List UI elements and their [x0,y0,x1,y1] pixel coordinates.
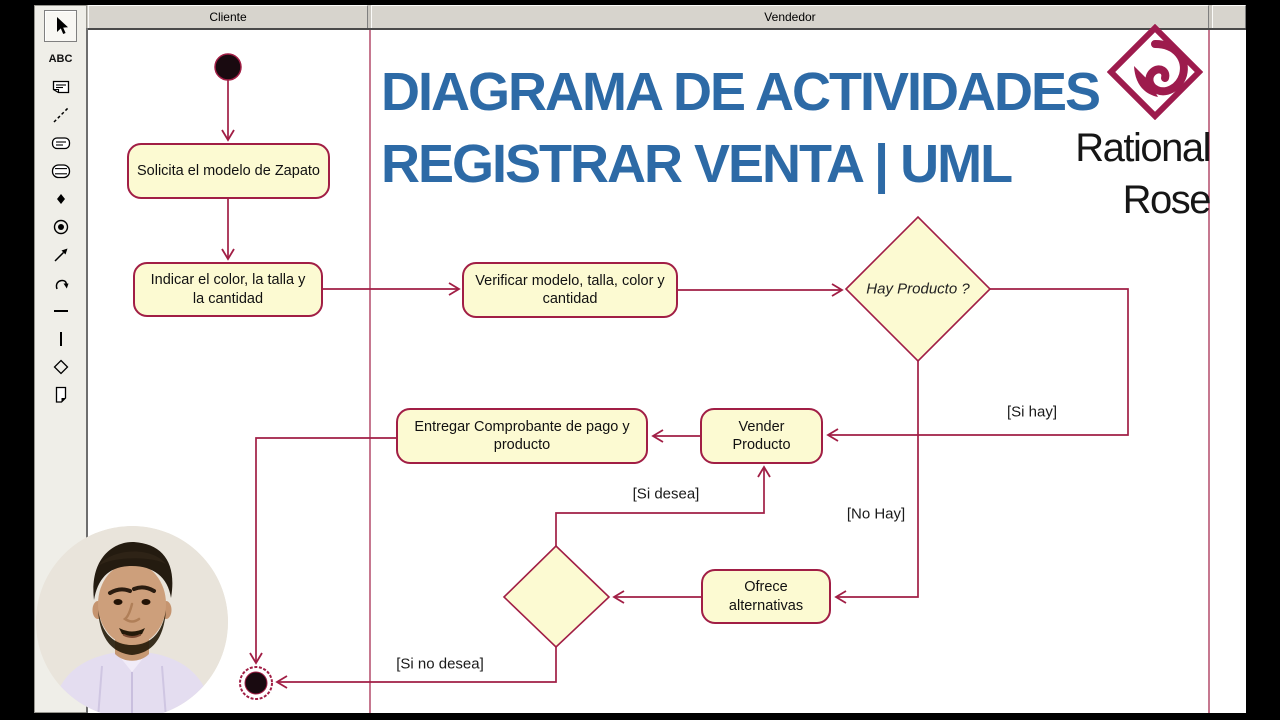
activity-tool-icon[interactable] [44,157,78,185]
activity-entregar[interactable]: Entregar Comprobante de pago y producto [396,408,648,464]
note-tool-icon[interactable] [44,73,78,101]
edge-sihay-to-vender[interactable] [826,288,1129,442]
self-transition-tool-icon[interactable] [44,269,78,297]
video-title-line2: REGISTRAR VENTA | UML [381,134,1013,194]
activity-ofrece[interactable]: Ofrece alternativas [701,569,831,624]
decision-label-hay-producto: Hay Producto ? [866,280,970,298]
transition-tool-icon[interactable] [44,241,78,269]
guard-si-hay[interactable]: [Si hay] [1006,403,1058,421]
diagram-shapes [214,30,1210,714]
decision-hay-producto[interactable] [844,215,992,363]
logo-text-rational: Rational [1075,126,1211,170]
lane-header-vendedor[interactable]: Vendedor [371,5,1209,29]
horizontal-sync-tool-icon[interactable] [44,297,78,325]
rational-rose-logo: Rational Rose [1064,22,1212,234]
edge-sinodesea-to-end[interactable] [275,647,557,689]
edge-nohay-to-ofrece[interactable] [834,361,919,604]
initial-state-node[interactable] [214,53,242,81]
guard-si-desea[interactable]: [Si desea] [632,485,700,503]
vertical-sync-tool-icon[interactable] [44,325,78,353]
rose-diamond-icon [1107,24,1203,120]
text-tool-icon[interactable]: ABC [48,53,73,65]
start-state-tool-icon[interactable] [44,185,78,213]
letterbox-bottom [0,713,1280,720]
activity-vender[interactable]: Vender Producto [700,408,823,464]
activity-verificar[interactable]: Verificar modelo, talla, color y cantida… [462,262,678,318]
cursor-tool-icon[interactable] [44,10,77,42]
decision-tool-icon[interactable] [44,353,78,381]
letterbox-top [0,0,1280,5]
lane-label: Cliente [209,10,247,24]
guard-si-no-desea[interactable]: [Si no desea] [396,655,484,673]
canvas-left-border [86,28,88,714]
state-tool-icon[interactable] [44,129,78,157]
video-title: DIAGRAMA DE ACTIVIDADES REGISTRAR VENTA … [381,56,1101,200]
diagram-canvas[interactable]: Solicita el modelo de Zapato Indicar el … [88,30,1246,714]
edge-sidesea-to-vender[interactable] [555,465,771,546]
anchor-note-tool-icon[interactable] [44,101,78,129]
lane-header-extra [1212,5,1246,29]
letterbox-right [1246,0,1280,720]
guard-no-hay[interactable]: [No Hay] [846,505,906,523]
final-state-core[interactable] [244,671,268,695]
presenter-photo [36,526,228,718]
swimlane-tool-icon[interactable] [44,381,78,409]
pointer-arrow-icon [56,17,68,34]
edge-entregar-to-end[interactable] [249,437,396,665]
video-title-line1: DIAGRAMA DE ACTIVIDADES [381,62,1101,122]
activity-indicar[interactable]: Indicar el color, la talla y la cantidad [133,262,323,317]
end-state-tool-icon[interactable] [44,213,78,241]
logo-text-rose: Rose [1122,178,1212,222]
swimlane-header-row: Cliente Vendedor [88,5,1246,29]
lane-header-cliente[interactable]: Cliente [88,5,368,29]
letterbox-left [0,0,34,720]
activity-solicita[interactable]: Solicita el modelo de Zapato [127,143,330,199]
canvas-top-border [86,28,1248,30]
lane-label: Vendedor [764,10,816,24]
decision-desea-alternativa[interactable] [502,544,611,649]
presenter-portrait-icon [36,526,228,718]
